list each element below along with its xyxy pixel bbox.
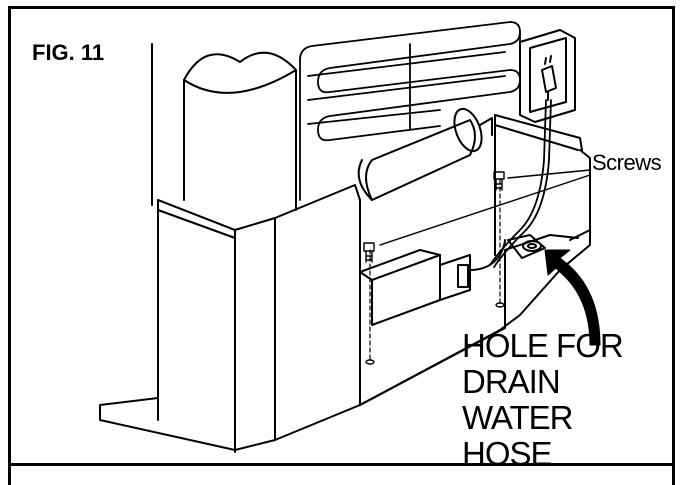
drier-cylinder (357, 107, 493, 201)
vertical-tube (183, 51, 297, 211)
relay-box (359, 239, 506, 326)
drain-hole-callout-line: HOSE (462, 435, 553, 472)
drain-hole (507, 234, 546, 259)
drain-hole-callout-line: DRAIN (462, 363, 561, 400)
screws-callout: Screws (592, 150, 662, 175)
curved-arrow-icon (544, 249, 601, 346)
screws (363, 171, 505, 365)
power-cord (489, 99, 547, 266)
figure-label: FIG. 11 (32, 40, 105, 65)
screws-leaders (379, 169, 591, 246)
screw-guides (369, 179, 501, 361)
power-plug-icon (541, 55, 557, 101)
condenser-coils (299, 21, 521, 201)
figure-frame-tail (8, 466, 675, 485)
drain-hole-callout: HOLE FOR DRAIN WATER HOSE (462, 328, 662, 472)
cabinet-side (99, 184, 361, 453)
drain-hole-callout-line: HOLE FOR (462, 327, 624, 364)
base-plate (359, 114, 591, 406)
wall-outlet-icon (519, 29, 576, 123)
drain-hole-callout-line: WATER (462, 399, 573, 436)
